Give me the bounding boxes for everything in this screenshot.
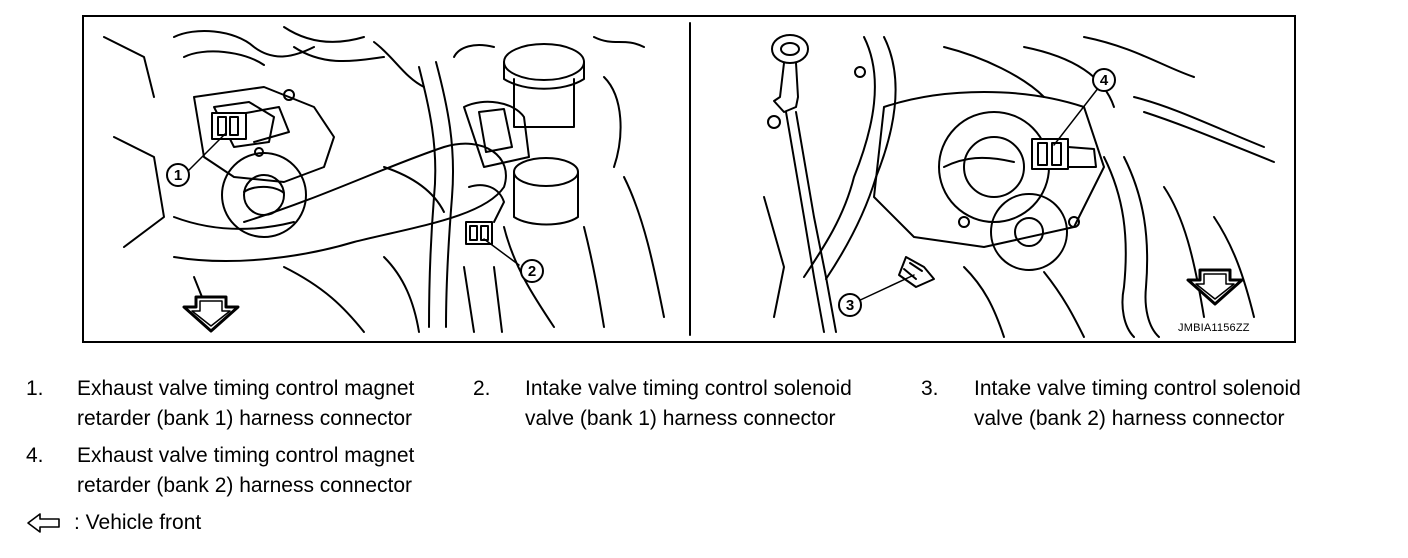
callout-2: 2 bbox=[528, 263, 536, 280]
front-arrow-icon bbox=[1186, 268, 1244, 306]
hollow-arrow-icon bbox=[27, 513, 60, 533]
legend-text-line2: valve (bank 1) harness connector bbox=[525, 407, 836, 430]
figure-id: JMBIA1156ZZ bbox=[1178, 322, 1250, 334]
vehicle-front-label: : Vehicle front bbox=[74, 511, 202, 534]
callout-3: 3 bbox=[846, 297, 854, 314]
legend-text-line2: valve (bank 2) harness connector bbox=[974, 407, 1285, 430]
front-arrow-icon bbox=[182, 295, 240, 333]
legend-number: 4. bbox=[26, 444, 44, 467]
legend-number: 3. bbox=[921, 377, 939, 400]
engine-diagram: 1 2 3 4 JMBIA1156ZZ bbox=[82, 15, 1296, 343]
legend-number: 1. bbox=[26, 377, 44, 400]
callout-4: 4 bbox=[1100, 72, 1109, 89]
legend-text-line2: retarder (bank 1) harness connector bbox=[77, 407, 413, 430]
legend-text-line1: Intake valve timing control solenoid bbox=[525, 377, 852, 400]
callout-1: 1 bbox=[174, 167, 182, 184]
engine-line-drawing: 1 2 3 4 bbox=[103, 22, 1275, 338]
legend-text-line1: Exhaust valve timing control magnet bbox=[77, 444, 415, 467]
legend-text-line1: Intake valve timing control solenoid bbox=[974, 377, 1301, 400]
legend-text-line1: Exhaust valve timing control magnet bbox=[77, 377, 415, 400]
legend-number: 2. bbox=[473, 377, 491, 400]
right-engine-view bbox=[763, 34, 1275, 338]
left-engine-view bbox=[103, 26, 665, 333]
legend-text-line2: retarder (bank 2) harness connector bbox=[77, 474, 413, 497]
